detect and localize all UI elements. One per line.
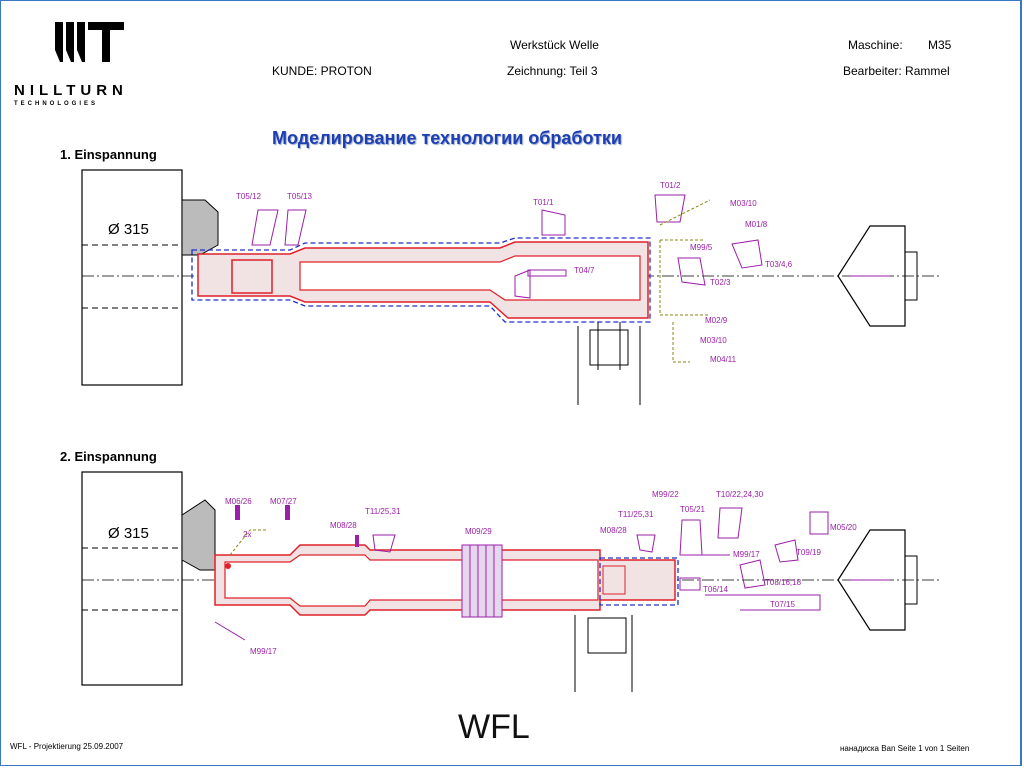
svg-text:M99/22: M99/22 [652, 490, 679, 499]
svg-text:M99/17: M99/17 [733, 550, 760, 559]
svg-text:T05/21: T05/21 [680, 505, 705, 514]
operator-label: Bearbeiter: Rammel [843, 64, 950, 78]
svg-text:M03/10: M03/10 [700, 336, 727, 345]
svg-text:M03/10: M03/10 [730, 199, 757, 208]
svg-text:T01/2: T01/2 [660, 181, 681, 190]
machine-label: Maschine: [848, 38, 903, 52]
setup1-drawing: T05/12 T05/13 T01/1 T01/2 M03/10 M01/8 M… [81, 169, 940, 405]
svg-text:T05/12: T05/12 [236, 192, 261, 201]
setup1-heading: 1. Einspannung [60, 147, 157, 162]
svg-text:M07/27: M07/27 [270, 497, 297, 506]
logo-subtitle: TECHNOLOGIES [14, 101, 99, 107]
footer-right: нанадиска Ban Seite 1 von 1 Seiten [840, 744, 970, 753]
svg-text:T03/4,6: T03/4,6 [765, 260, 793, 269]
svg-text:Ø 315: Ø 315 [108, 525, 149, 542]
customer-label: KUNDE: PROTON [272, 64, 372, 78]
svg-text:M09/29: M09/29 [465, 527, 492, 536]
svg-text:T05/13: T05/13 [287, 192, 312, 201]
svg-text:T11/25,31: T11/25,31 [365, 507, 401, 516]
svg-text:T09/19: T09/19 [796, 548, 821, 557]
machine-value: M35 [928, 38, 952, 52]
drawing-label: Zeichnung: Teil 3 [507, 64, 598, 78]
svg-text:M02/9: M02/9 [705, 316, 728, 325]
nillturn-logo-icon [55, 22, 124, 62]
svg-text:Ø 315: Ø 315 [108, 221, 149, 238]
setup2-drawing: M06/26 M07/27 2x M08/28 T11/25,31 M09/29… [81, 471, 940, 692]
page-title: Моделирование технологии обработки [272, 128, 622, 148]
svg-text:T07/15: T07/15 [770, 600, 795, 609]
svg-text:T02/3: T02/3 [710, 278, 731, 287]
svg-text:M04/11: M04/11 [710, 355, 737, 364]
footer-left: WFL - Projektierung 25.09.2007 [10, 742, 124, 751]
logo-name: NILLTURN [14, 82, 128, 99]
svg-text:2x: 2x [243, 530, 251, 539]
svg-text:M05/20: M05/20 [830, 523, 857, 532]
setup2-heading: 2. Einspannung [60, 449, 157, 464]
wfl-logo: WFL [458, 708, 530, 746]
svg-text:M06/26: M06/26 [225, 497, 252, 506]
svg-text:M99/17: M99/17 [250, 647, 277, 656]
svg-text:T10/22,24,30: T10/22,24,30 [716, 490, 764, 499]
svg-text:T01/1: T01/1 [533, 198, 554, 207]
svg-text:T04/7: T04/7 [574, 266, 595, 275]
svg-text:T08/16,18: T08/16,18 [765, 578, 802, 587]
svg-text:T11/25,31: T11/25,31 [618, 510, 654, 519]
workpiece-label: Werkstück Welle [510, 38, 599, 52]
svg-text:M08/28: M08/28 [330, 521, 357, 530]
svg-text:M99/5: M99/5 [690, 243, 713, 252]
svg-text:T06/14: T06/14 [703, 585, 728, 594]
svg-text:M08/28: M08/28 [600, 526, 627, 535]
svg-text:M01/8: M01/8 [745, 220, 768, 229]
